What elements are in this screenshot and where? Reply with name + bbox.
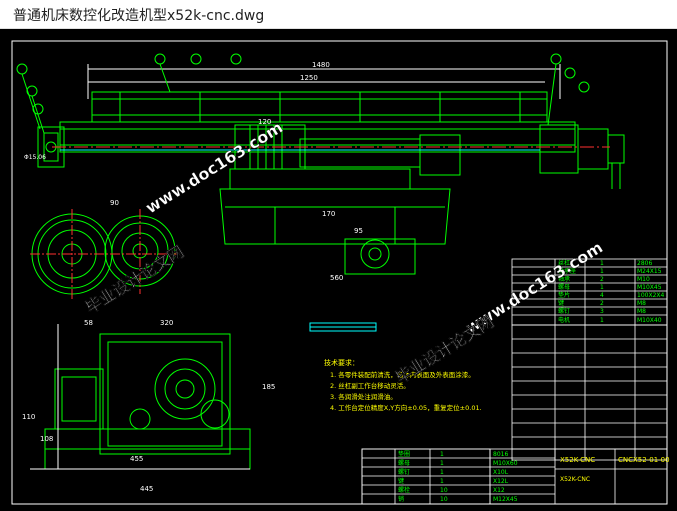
part-spec: M12X45 [493,496,518,503]
part-spec: 8016 [493,451,508,458]
part-spec: M8 [637,300,646,307]
dim-58: 58 [84,319,93,327]
part-name: 螺栓 [398,486,410,494]
title-block-name: X52K-CNC [560,456,595,464]
watermark-site: www.doc163.com [142,118,286,218]
dim-sb: Φ15.06 [24,154,46,161]
dim-90: 90 [110,199,119,207]
part-qty: 2 [600,300,604,307]
part-qty: 10 [440,496,448,503]
part-spec: 2806 [637,260,652,267]
part-spec: M24X15 [637,268,662,275]
section-strip [309,322,377,332]
part-spec: X12 [493,487,505,494]
part-qty: 3 [600,308,604,315]
part-name: 电机 [558,316,570,324]
part-name: 螺母 [398,459,410,467]
window-titlebar: 普通机床数控化改造机型x52k-cnc.dwg [0,0,677,29]
dim-455: 455 [130,455,143,463]
parts-bottom-text: 垫圈 1 8016 螺母 1 M10X60 螺钉 1 X10L 键 1 X12L… [398,450,518,503]
note-1: 1. 各零件装配前清洗，箱体内表面及外表面涂漆。 [330,370,475,379]
note-4: 4. 工作台定位精度X,Y方向±0.05，重复定位±0.01. [330,403,482,412]
notes-heading: 技术要求： [324,358,359,367]
part-name: 垫圈 [398,450,410,458]
cad-drawing: 1480 1250 120 170 95 560 90 58 320 110 1… [11,40,670,505]
part-name: 键 [558,299,564,307]
part-spec: M10 [637,276,650,283]
dim-445: 445 [140,485,153,493]
part-name: 螺钉 [398,468,410,476]
technical-notes: 技术要求： 1. 各零件装配前清洗，箱体内表面及外表面涂漆。 2. 丝杠副工作台… [324,358,482,412]
dim-1250: 1250 [300,74,318,82]
part-qty: 4 [600,292,604,299]
part-spec: X10L [493,469,509,476]
part-qty: 1 [600,284,604,291]
bottom-table [361,448,668,505]
dim-120: 120 [258,118,271,126]
part-qty: 1 [440,478,444,485]
part-name: 垫片 [558,291,570,299]
part-spec: M10X45 [637,284,662,291]
dim-320: 320 [160,319,173,327]
part-spec: M10X40 [637,317,662,324]
parts-list-upper [511,258,668,326]
window-title: 普通机床数控化改造机型x52k-cnc.dwg [13,8,265,24]
parts-upper-text: 丝杠 1 2806 轴承座 1 M24X15 轴承 2 M10 螺母 1 M10… [558,259,664,324]
balloons-top [16,53,590,134]
part-name: 键 [398,477,404,485]
parts-list-lower [511,324,668,461]
part-qty: 1 [440,469,444,476]
note-3: 3. 各润滑处注润滑油。 [330,392,397,401]
part-qty: 1 [440,451,444,458]
part-spec: M8 [637,308,646,315]
pulley-view [344,238,416,275]
part-qty: 1 [440,460,444,467]
part-qty: 2 [600,276,604,283]
dim-108: 108 [40,435,53,443]
bom-lower-left [361,448,491,505]
part-qty: 10 [440,487,448,494]
part-qty: 1 [600,317,604,324]
part-name: 销 [398,495,404,503]
watermark-brand: 毕业设计论文网 [82,242,187,317]
front-view [30,324,251,470]
part-qty: 1 [600,260,604,267]
part-name: 丝杠 [558,259,570,267]
watermarks: www.doc163.com 毕业设计论文网 www.doc163.com 毕业… [82,117,606,387]
dim-1480: 1480 [312,61,330,69]
title-block-code: CNCX52-01-00 [618,456,670,464]
part-name: 螺钉 [558,307,570,315]
part-spec: 100X2X4 [637,292,664,299]
dim-110: 110 [22,413,35,421]
title-block: X52K-CNC CNCX52-01-00 X52K-CNC [560,456,670,483]
part-name: 轴承 [558,275,570,283]
part-qty: 1 [600,268,604,275]
part-spec: M10X60 [493,460,518,467]
dim-170: 170 [322,210,335,218]
gear-view [30,209,180,299]
dim-185: 185 [262,383,275,391]
dim-560: 560 [330,274,343,282]
part-spec: X12L [493,478,509,485]
part-name: 轴承座 [558,267,576,275]
dim-95: 95 [354,227,363,235]
title-block-drawing-no: X52K-CNC [560,476,590,483]
note-2: 2. 丝杠副工作台移动灵活。 [330,381,410,390]
part-name: 螺母 [558,283,570,291]
cad-canvas[interactable]: 1480 1250 120 170 95 560 90 58 320 110 1… [0,29,677,511]
dimension-texts: 1480 1250 120 170 95 560 90 58 320 110 1… [22,61,363,493]
